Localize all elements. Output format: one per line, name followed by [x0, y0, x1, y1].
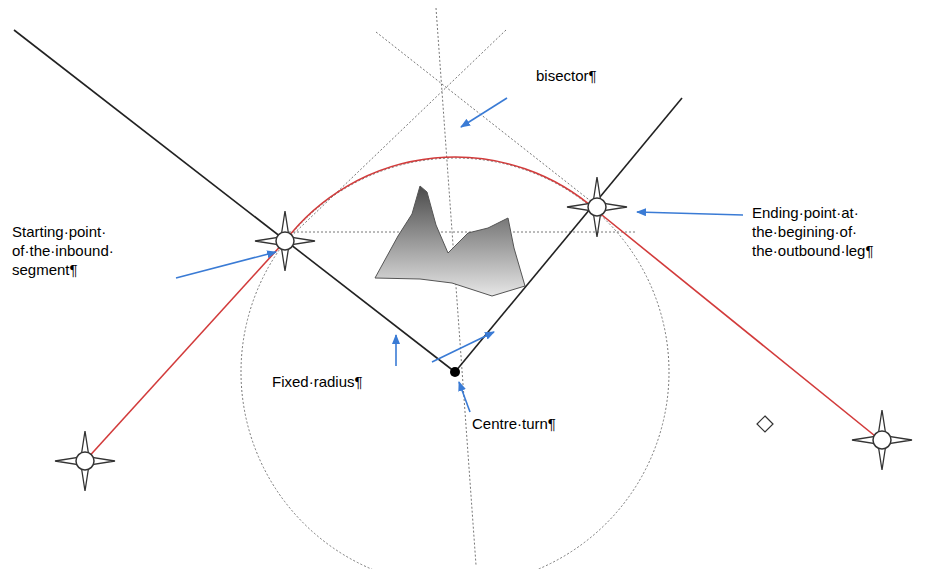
waypoint-symbol — [567, 177, 627, 237]
legs — [14, 30, 682, 372]
waypoint-symbol — [55, 431, 115, 491]
diamond-symbol — [757, 416, 773, 432]
fixed-radius-label: Fixed·radius¶ — [272, 372, 412, 391]
flight-path — [85, 157, 880, 461]
waypoint-symbol — [255, 211, 315, 271]
start-point-label: Starting·point· of·the·inbound· segment¶ — [12, 222, 152, 279]
leader-lines — [176, 98, 743, 412]
terrain-obstacle — [375, 186, 525, 296]
waypoint-symbol — [852, 410, 912, 470]
end-point-label: Ending·point·at· the·begining·of· the·ou… — [752, 203, 912, 260]
centre-turn-label: Centre·turn¶ — [472, 414, 592, 433]
bisector-label: bisector¶ — [536, 66, 646, 85]
centre-dot — [450, 367, 460, 377]
construction-lines — [241, 8, 669, 569]
